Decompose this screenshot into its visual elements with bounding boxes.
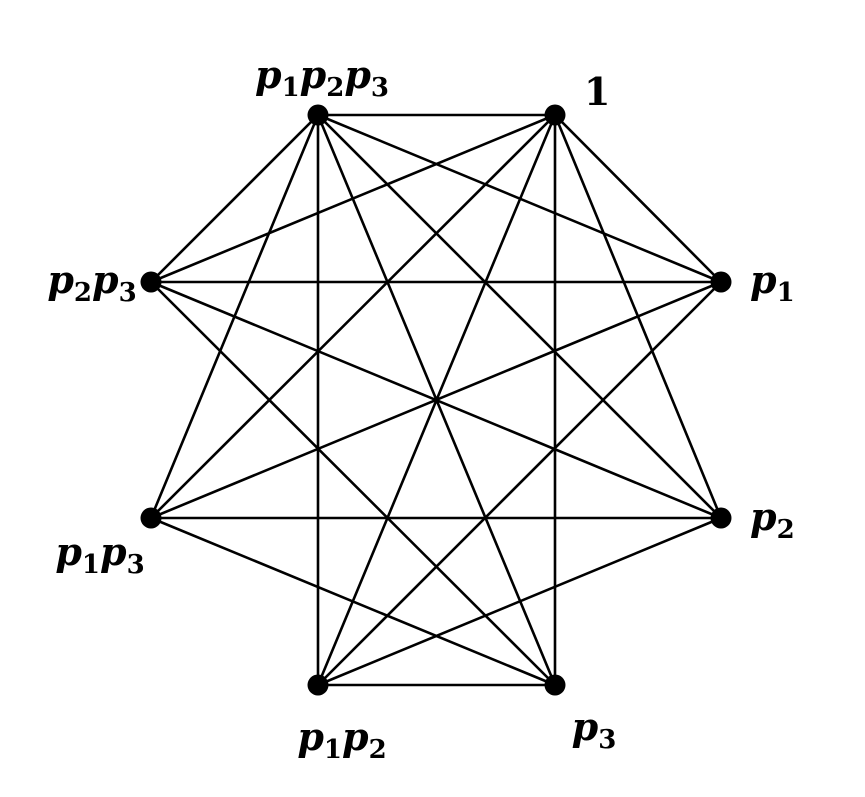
edge-v0-v3 [316, 113, 723, 520]
label-subscript: 2 [74, 278, 92, 308]
edge-v1-v7 [149, 113, 557, 284]
label-subscript: 3 [598, 725, 616, 755]
label-base: p [750, 494, 777, 539]
label-base: p [300, 52, 327, 97]
edge-v1-v2 [553, 113, 723, 284]
vertex-v1 [544, 104, 566, 126]
label-base: p [342, 714, 369, 759]
edge-v3-v7 [149, 280, 723, 520]
label-base: p [55, 529, 82, 574]
edge-v0-v7 [149, 113, 320, 284]
label-base: p [572, 704, 599, 749]
vertex-v0 [307, 104, 329, 126]
vertex-group [140, 104, 732, 696]
vertex-label-v7: p2p3 [47, 257, 136, 308]
edge-v4-v6 [149, 516, 557, 687]
edge-v4-v7 [149, 280, 557, 687]
label-subscript: 3 [371, 73, 389, 103]
label-subscript: 2 [777, 515, 795, 545]
label-subscript: 1 [777, 278, 795, 308]
vertex-label-v5: p1p2 [297, 714, 386, 765]
label-base: p [100, 529, 127, 574]
label-base: p [47, 257, 74, 302]
edge-v1-v6 [149, 113, 557, 520]
label-subscript: 1 [82, 550, 100, 580]
vertex-label-v4: p3 [572, 704, 617, 755]
label-base: p [297, 714, 324, 759]
vertex-v5 [307, 674, 329, 696]
label-subscript: 1 [282, 73, 300, 103]
label-base: p [92, 257, 119, 302]
label-base: p [255, 52, 282, 97]
edge-v2-v5 [316, 280, 723, 687]
label-subscript: 3 [119, 278, 137, 308]
label-subscript: 1 [324, 735, 342, 765]
label-base: 1 [584, 69, 610, 114]
label-base: p [344, 52, 371, 97]
label-subscript: 3 [127, 550, 145, 580]
label-subscript: 2 [369, 735, 387, 765]
vertex-label-v6: p1p3 [55, 529, 144, 580]
label-subscript: 2 [326, 73, 344, 103]
edge-v3-v5 [316, 516, 723, 687]
vertex-label-v0: p1p2p3 [255, 52, 389, 103]
vertex-v6 [140, 507, 162, 529]
vertex-v4 [544, 674, 566, 696]
vertex-v2 [710, 271, 732, 293]
vertex-label-v1: 1 [584, 69, 610, 114]
label-base: p [750, 257, 777, 302]
vertex-v7 [140, 271, 162, 293]
vertex-v3 [710, 507, 732, 529]
vertex-label-v3: p2 [750, 494, 795, 545]
edge-group [149, 113, 723, 687]
vertex-label-v2: p1 [750, 257, 795, 308]
